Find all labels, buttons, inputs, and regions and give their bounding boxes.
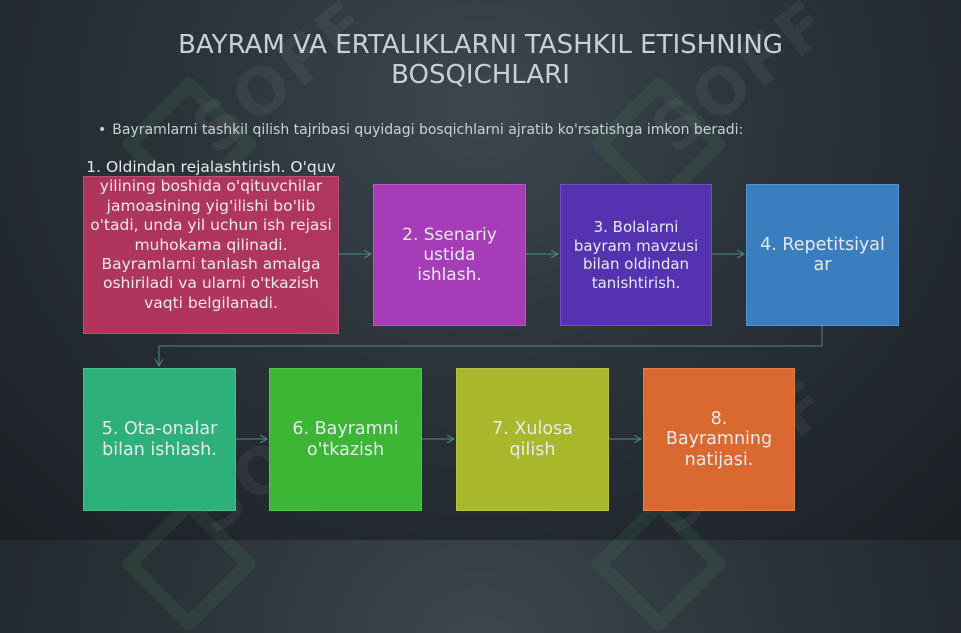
step-1-text: 1. Oldindan rejalashtirish. O'quv yilini… xyxy=(86,158,336,312)
intro-bullet: • Bayramlarni tashkil qilish tajribasi qu… xyxy=(98,122,743,138)
slide-title: BAYRAM VA ERTALIKLARNI TASHKIL ETISHNING… xyxy=(178,30,783,90)
step-6-box: 6. Bayramni o'tkazish xyxy=(269,368,422,511)
watermark-logo-icon xyxy=(119,494,259,633)
intro-bullet-text: Bayramlarni tashkil qilish tajribasi quy… xyxy=(112,122,744,138)
step-6-text: 6. Bayramni o'tkazish xyxy=(292,419,399,460)
step-3-text: 3. Bolalarni bayram mavzusi bilan oldind… xyxy=(573,218,699,292)
step-7-box: 7. Xulosa qilish xyxy=(456,368,609,511)
watermark-logo-icon xyxy=(589,494,729,633)
step-8-box: 8. Bayramning natijasi. xyxy=(643,368,795,511)
step-2-box: 2. Ssenariy ustida ishlash. xyxy=(373,184,526,326)
step-4-text: 4. Repetitsiyalar xyxy=(760,234,885,276)
step-5-text: 5. Ota-onalar bilan ishlash. xyxy=(101,419,218,460)
bullet-icon: • xyxy=(98,122,107,138)
step-5-box: 5. Ota-onalar bilan ishlash. xyxy=(83,368,236,511)
step-7-text: 7. Xulosa qilish xyxy=(492,419,573,460)
step-1-box xyxy=(83,176,339,334)
step-3-box: 3. Bolalarni bayram mavzusi bilan oldind… xyxy=(560,184,712,326)
step-4-box: 4. Repetitsiyalar xyxy=(746,184,899,326)
step-8-text: 8. Bayramning natijasi. xyxy=(665,408,773,470)
step-2-text: 2. Ssenariy ustida ishlash. xyxy=(402,225,497,285)
